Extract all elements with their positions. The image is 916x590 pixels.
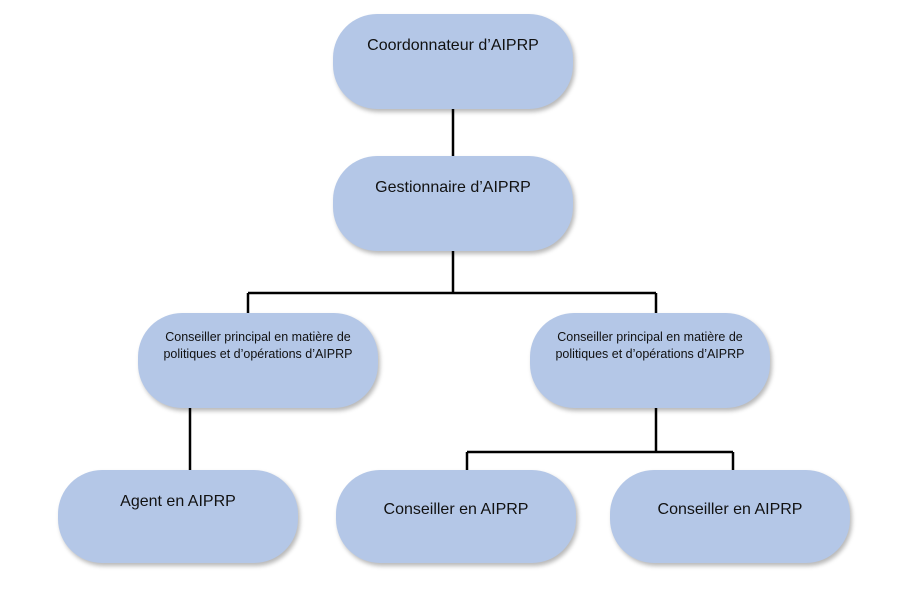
node-conseiller-1-label: Conseiller en AIPRP <box>383 501 529 518</box>
node-conseiller-2-label: Conseiller en AIPRP <box>657 501 803 518</box>
node-coordonnateur: Coordonnateur d’AIPRP <box>333 14 573 109</box>
node-coordonnateur-label: Coordonnateur d’AIPRP <box>367 37 539 54</box>
node-conseiller-1: Conseiller en AIPRP <box>336 470 576 563</box>
node-conseiller-principal-right: Conseiller principal en matière de polit… <box>530 313 770 408</box>
node-gestionnaire: Gestionnaire d’AIPRP <box>333 156 573 251</box>
node-agent: Agent en AIPRP <box>58 470 298 563</box>
node-conseiller-principal-left: Conseiller principal en matière de polit… <box>138 313 378 408</box>
node-gestionnaire-label: Gestionnaire d’AIPRP <box>375 179 531 196</box>
node-conseiller-principal-right-label: Conseiller principal en matière de polit… <box>555 330 745 361</box>
node-conseiller-2: Conseiller en AIPRP <box>610 470 850 563</box>
node-conseiller-principal-left-label: Conseiller principal en matière de polit… <box>163 330 353 361</box>
node-agent-label: Agent en AIPRP <box>120 493 236 510</box>
